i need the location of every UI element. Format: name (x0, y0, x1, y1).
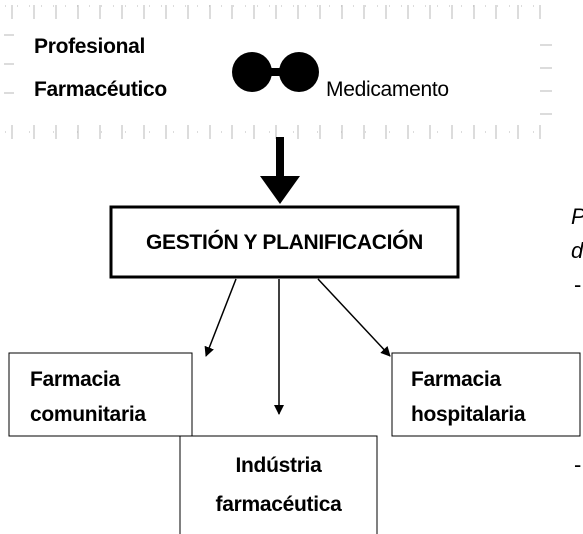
top-right-label: Medicamento (326, 78, 449, 101)
bottom-box (179, 435, 378, 534)
bottom-box-line-2: farmacéutica (215, 493, 342, 516)
left-box-line-1: Farmacia (30, 368, 120, 391)
right-box-line-2: hospitalaria (411, 403, 526, 426)
arrow-to-left (204, 278, 237, 357)
main-box (109, 205, 460, 279)
top-line-1: Profesional (34, 35, 146, 58)
right-box-line-1: Farmacia (411, 368, 501, 391)
arrow-to-right (317, 278, 391, 357)
margin-text-a: P (571, 204, 583, 230)
right-box (391, 352, 581, 437)
margin-text-b: d (571, 238, 583, 263)
top-line-2: Farmacéutico (34, 78, 167, 101)
main-box-label: GESTIÓN Y PLANIFICACIÓN (145, 231, 424, 254)
margin-text-c: - (574, 272, 582, 297)
margin-text-d: - (574, 452, 582, 477)
top-group-ticks (4, 5, 552, 139)
dumbbell-icon (232, 52, 319, 92)
left-box-line-2: comunitaria (30, 403, 146, 426)
bottom-box-line-1: Indústria (235, 454, 322, 477)
left-box (8, 352, 193, 437)
main-down-arrow (260, 137, 300, 204)
